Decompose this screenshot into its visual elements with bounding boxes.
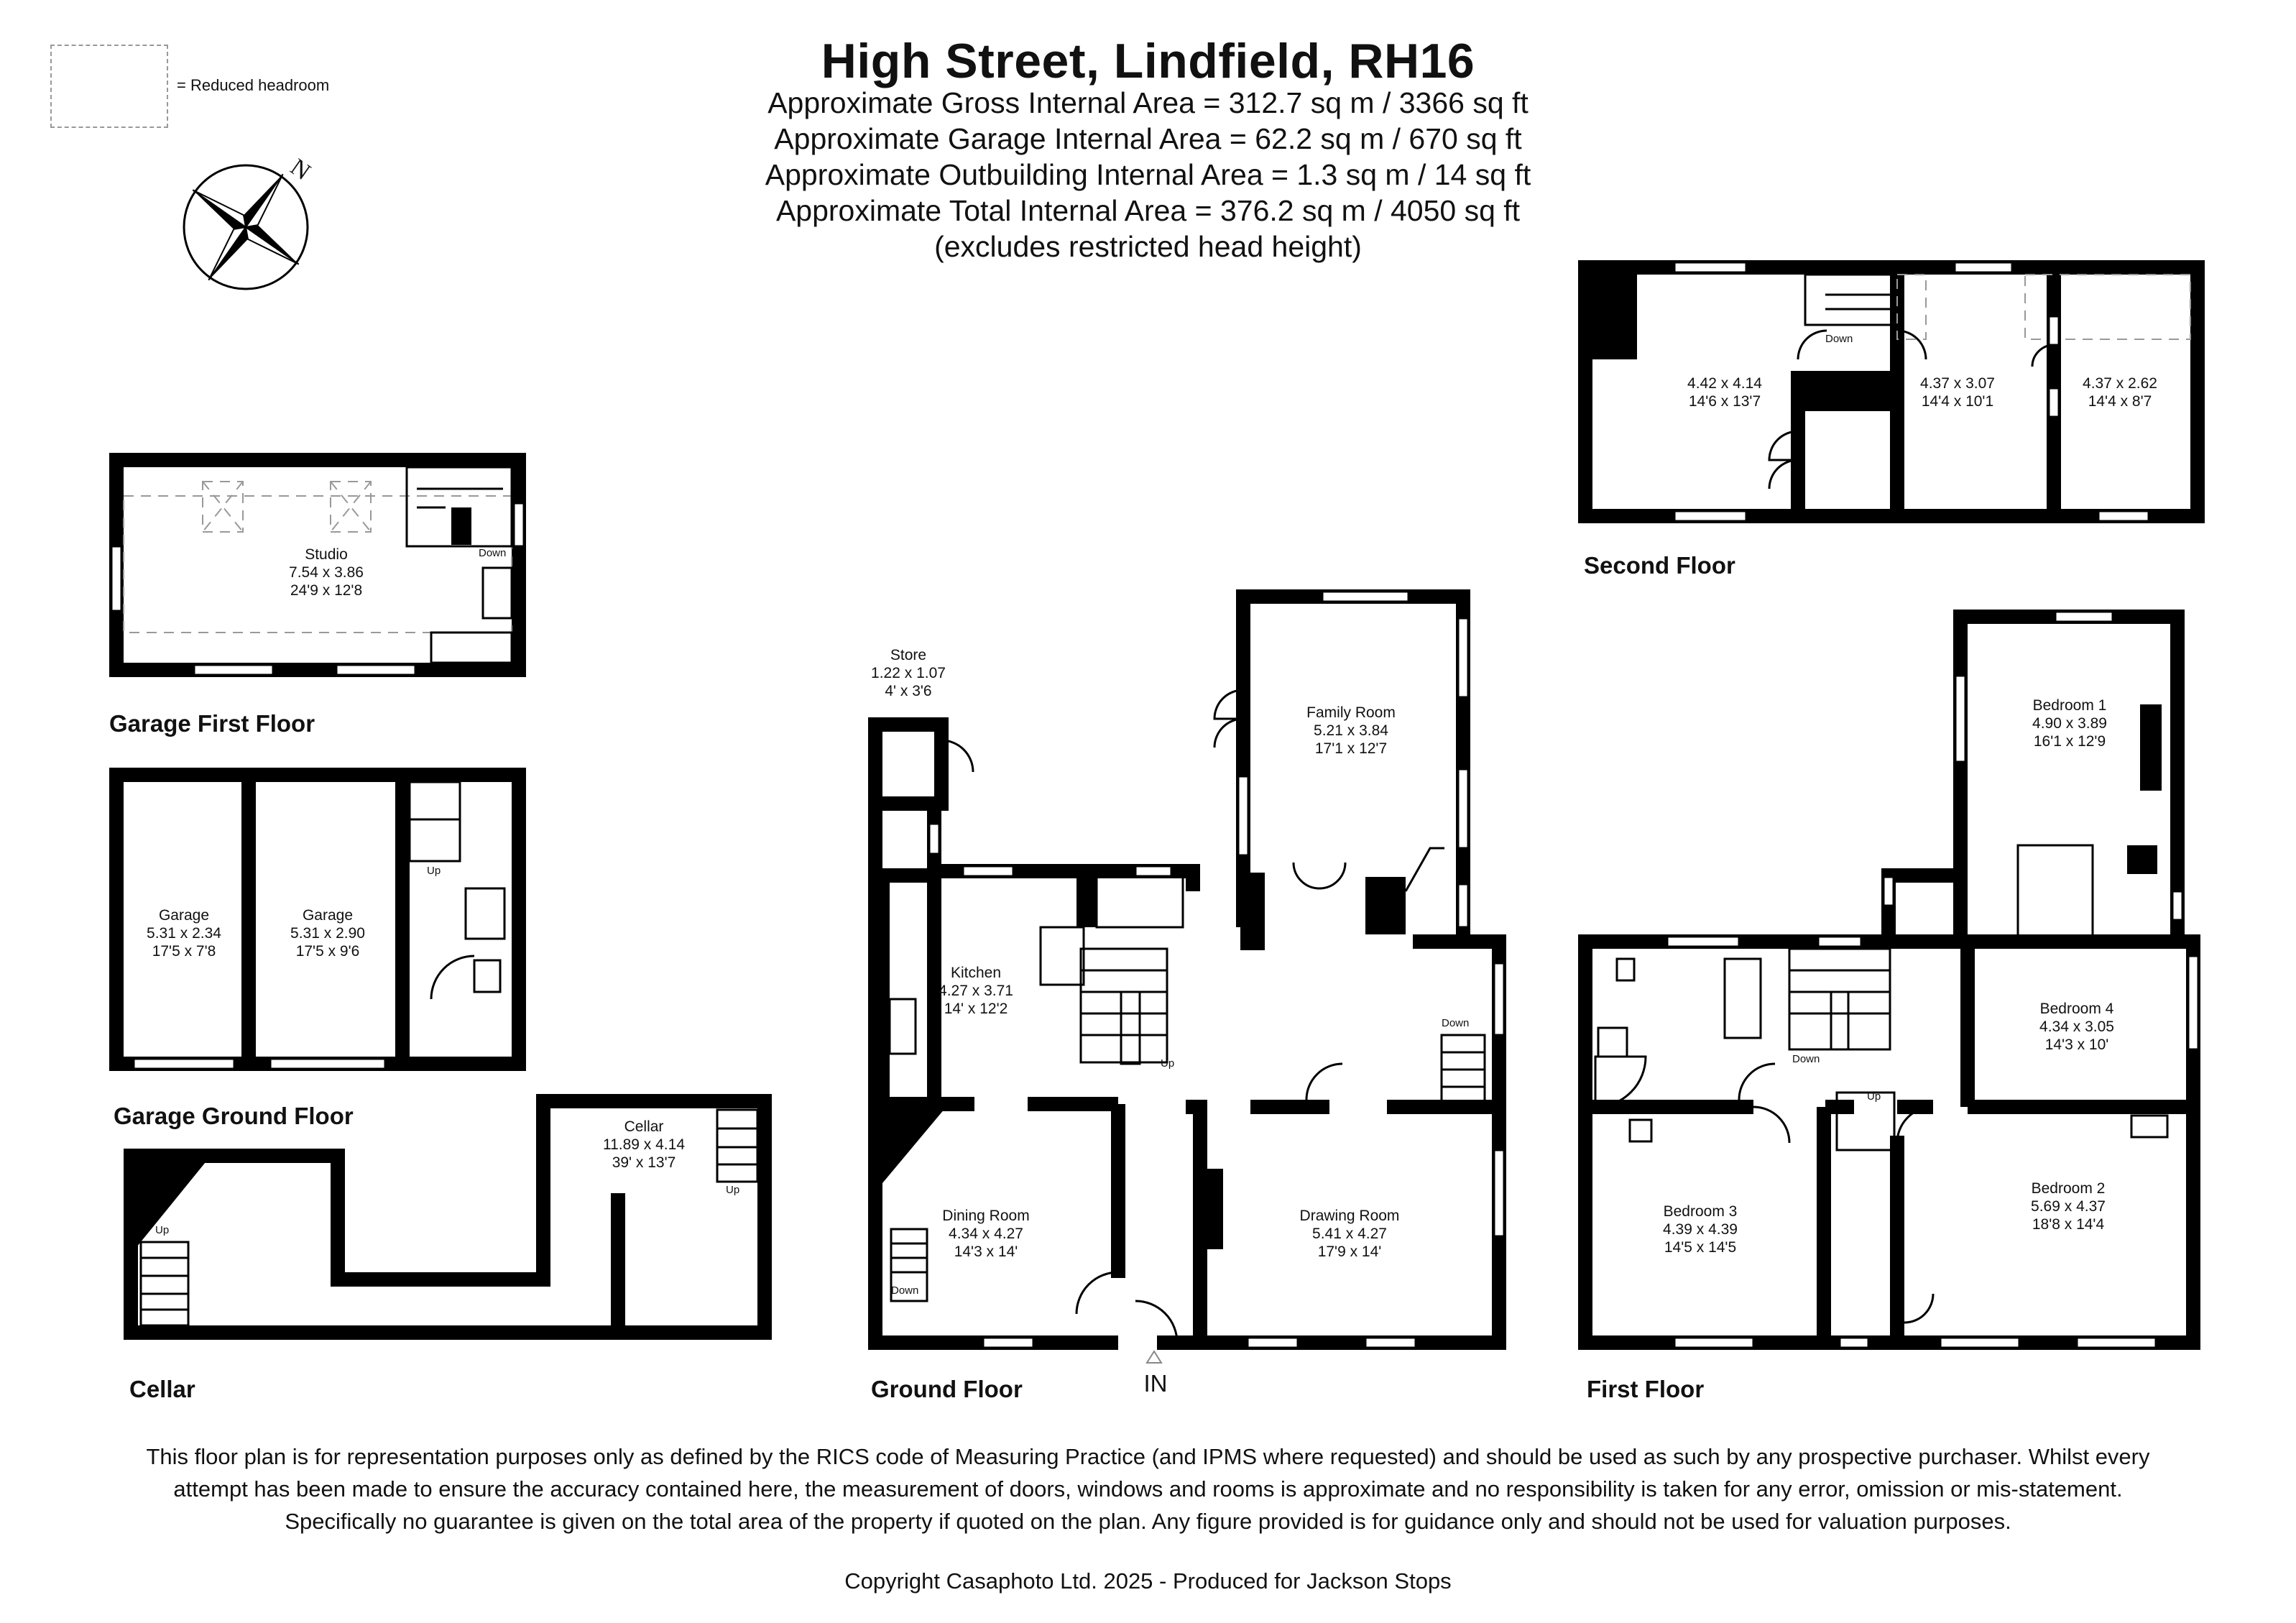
room-kitchen: Kitchen 4.27 x 3.71 14' x 12'2 [939, 965, 1013, 1017]
svg-text:17'1 x 12'7: 17'1 x 12'7 [1315, 740, 1387, 757]
room-second-3: 4.37 x 2.62 14'4 x 8'7 [2083, 375, 2157, 410]
ground-stair-up-label: Up [1161, 1057, 1174, 1070]
svg-text:5.69 x 4.37: 5.69 x 4.37 [2031, 1198, 2106, 1215]
first-stair-up-label: Up [1867, 1090, 1881, 1103]
floor-label-cellar: Cellar [129, 1376, 195, 1402]
stair-down-label: Down [479, 547, 506, 559]
second-stair-down-label: Down [1825, 333, 1853, 345]
cellar-plan: Up Up [124, 1094, 772, 1340]
room-bedroom-1: Bedroom 1 4.90 x 3.89 16'1 x 12'9 [2032, 697, 2107, 750]
svg-text:5.21 x 3.84: 5.21 x 3.84 [1314, 722, 1388, 739]
room-garage-2: Garage 5.31 x 2.90 17'5 x 9'6 [290, 907, 365, 960]
svg-text:4.90 x 3.89: 4.90 x 3.89 [2032, 715, 2107, 732]
room-store: Store 1.22 x 1.07 4' x 3'6 [871, 647, 946, 699]
svg-text:7.54 x 3.86: 7.54 x 3.86 [289, 564, 364, 581]
room-family: Family Room 5.21 x 3.84 17'1 x 12'7 [1306, 704, 1396, 757]
svg-text:16'1 x 12'9: 16'1 x 12'9 [2034, 733, 2106, 750]
svg-text:Store: Store [890, 647, 926, 663]
cellar-stair-up-label: Up [155, 1224, 169, 1236]
svg-text:5.31 x 2.34: 5.31 x 2.34 [147, 925, 221, 942]
svg-text:14'4 x 8'7: 14'4 x 8'7 [2088, 393, 2152, 410]
room-second-1: 4.42 x 4.14 14'6 x 13'7 [1687, 375, 1762, 410]
ground-stair-down-label-2: Down [1442, 1017, 1469, 1029]
floor-label-first: First Floor [1587, 1376, 1705, 1402]
svg-text:Cellar: Cellar [624, 1118, 664, 1135]
svg-text:IN: IN [1144, 1370, 1168, 1397]
floor-label-garage-first: Garage First Floor [109, 710, 315, 737]
ground-stair-down-label: Down [891, 1284, 918, 1297]
page-title: High Street, Lindfield, RH16 [821, 34, 1475, 88]
floor-label-second: Second Floor [1584, 552, 1735, 579]
svg-text:4.27 x 3.71: 4.27 x 3.71 [939, 983, 1013, 999]
svg-text:4.34 x 3.05: 4.34 x 3.05 [2039, 1019, 2114, 1035]
svg-text:14' x 12'2: 14' x 12'2 [944, 1001, 1008, 1017]
svg-text:4.37 x 2.62: 4.37 x 2.62 [2083, 375, 2157, 392]
first-stair-down-label: Down [1792, 1053, 1820, 1065]
first-floor-plan: Down Up [1578, 610, 2200, 1350]
svg-text:14'3 x 14': 14'3 x 14' [954, 1243, 1018, 1260]
svg-text:17'9 x 14': 17'9 x 14' [1318, 1243, 1382, 1260]
svg-text:Kitchen: Kitchen [951, 965, 1001, 981]
svg-text:24'9 x 12'8: 24'9 x 12'8 [290, 582, 362, 599]
svg-text:11.89 x 4.14: 11.89 x 4.14 [603, 1136, 685, 1153]
svg-text:4.42 x 4.14: 4.42 x 4.14 [1687, 375, 1762, 392]
room-second-2: 4.37 x 3.07 14'4 x 10'1 [1920, 375, 1995, 410]
svg-text:4.39 x 4.39: 4.39 x 4.39 [1663, 1221, 1738, 1238]
reduced-headroom-swatch [50, 45, 168, 128]
svg-text:Dining Room: Dining Room [942, 1208, 1029, 1224]
copyright-text: Copyright Casaphoto Ltd. 2025 - Produced… [844, 1568, 1452, 1594]
garage-area: Approximate Garage Internal Area = 62.2 … [774, 122, 1522, 155]
garage-ground-floor-plan: Up [109, 768, 526, 1071]
svg-text:5.31 x 2.90: 5.31 x 2.90 [290, 925, 365, 942]
svg-text:4.34 x 4.27: 4.34 x 4.27 [949, 1226, 1023, 1242]
svg-text:14'5 x 14'5: 14'5 x 14'5 [1664, 1239, 1736, 1256]
svg-text:Bedroom 4: Bedroom 4 [2040, 1001, 2114, 1017]
area-note: (excludes restricted head height) [934, 230, 1362, 263]
svg-text:Garage: Garage [303, 907, 353, 924]
svg-text:Bedroom 1: Bedroom 1 [2033, 697, 2107, 714]
room-drawing: Drawing Room 5.41 x 4.27 17'9 x 14' [1300, 1208, 1400, 1260]
svg-text:14'4 x 10'1: 14'4 x 10'1 [1922, 393, 1993, 410]
svg-text:Bedroom 3: Bedroom 3 [1664, 1203, 1738, 1220]
room-studio: Studio 7.54 x 3.86 24'9 x 12'8 [289, 546, 364, 599]
svg-text:5.41 x 4.27: 5.41 x 4.27 [1312, 1226, 1387, 1242]
room-bedroom-4: Bedroom 4 4.34 x 3.05 14'3 x 10' [2039, 1001, 2114, 1053]
floor-label-garage-ground: Garage Ground Floor [114, 1103, 354, 1129]
entrance-marker: IN [1144, 1350, 1168, 1397]
room-dining: Dining Room 4.34 x 4.27 14'3 x 14' [942, 1208, 1029, 1260]
second-floor-plan: Down [1578, 260, 2205, 523]
svg-text:17'5 x 9'6: 17'5 x 9'6 [296, 943, 360, 960]
svg-text:Garage: Garage [159, 907, 209, 924]
svg-text:Bedroom 2: Bedroom 2 [2032, 1180, 2106, 1197]
svg-text:Studio: Studio [305, 546, 348, 563]
room-garage-1: Garage 5.31 x 2.34 17'5 x 7'8 [147, 907, 221, 960]
svg-text:Family Room: Family Room [1306, 704, 1396, 721]
svg-text:4.37 x 3.07: 4.37 x 3.07 [1920, 375, 1995, 392]
legend-label: = Reduced headroom [177, 76, 330, 94]
room-cellar: Cellar 11.89 x 4.14 39' x 13'7 [603, 1118, 685, 1171]
svg-text:14'3 x 10': 14'3 x 10' [2045, 1036, 2109, 1053]
svg-text:1.22 x 1.07: 1.22 x 1.07 [871, 665, 946, 681]
svg-text:17'5 x 7'8: 17'5 x 7'8 [152, 943, 216, 960]
room-bedroom-2: Bedroom 2 5.69 x 4.37 18'8 x 14'4 [2031, 1180, 2106, 1233]
total-area: Approximate Total Internal Area = 376.2 … [775, 194, 1521, 227]
svg-text:14'6 x 13'7: 14'6 x 13'7 [1689, 393, 1761, 410]
compass-north: N [285, 154, 315, 185]
svg-text:4' x 3'6: 4' x 3'6 [885, 683, 931, 699]
floor-label-ground: Ground Floor [871, 1376, 1023, 1402]
ground-floor-plan: Down Up Down [868, 589, 1506, 1350]
cellar-stair-up-label-2: Up [726, 1184, 739, 1196]
svg-text:18'8 x 14'4: 18'8 x 14'4 [2032, 1216, 2105, 1233]
svg-text:39' x 13'7: 39' x 13'7 [612, 1154, 676, 1171]
gross-area: Approximate Gross Internal Area = 312.7 … [767, 86, 1529, 119]
disclaimer-text: This floor plan is for representation pu… [146, 1444, 2150, 1534]
svg-text:Drawing Room: Drawing Room [1300, 1208, 1400, 1224]
compass-icon: N [183, 154, 315, 290]
outbuilding-area: Approximate Outbuilding Internal Area = … [765, 158, 1531, 191]
room-bedroom-3: Bedroom 3 4.39 x 4.39 14'5 x 14'5 [1663, 1203, 1738, 1256]
stair-up-label: Up [427, 865, 441, 877]
garage-first-floor-plan: Down [109, 453, 526, 677]
